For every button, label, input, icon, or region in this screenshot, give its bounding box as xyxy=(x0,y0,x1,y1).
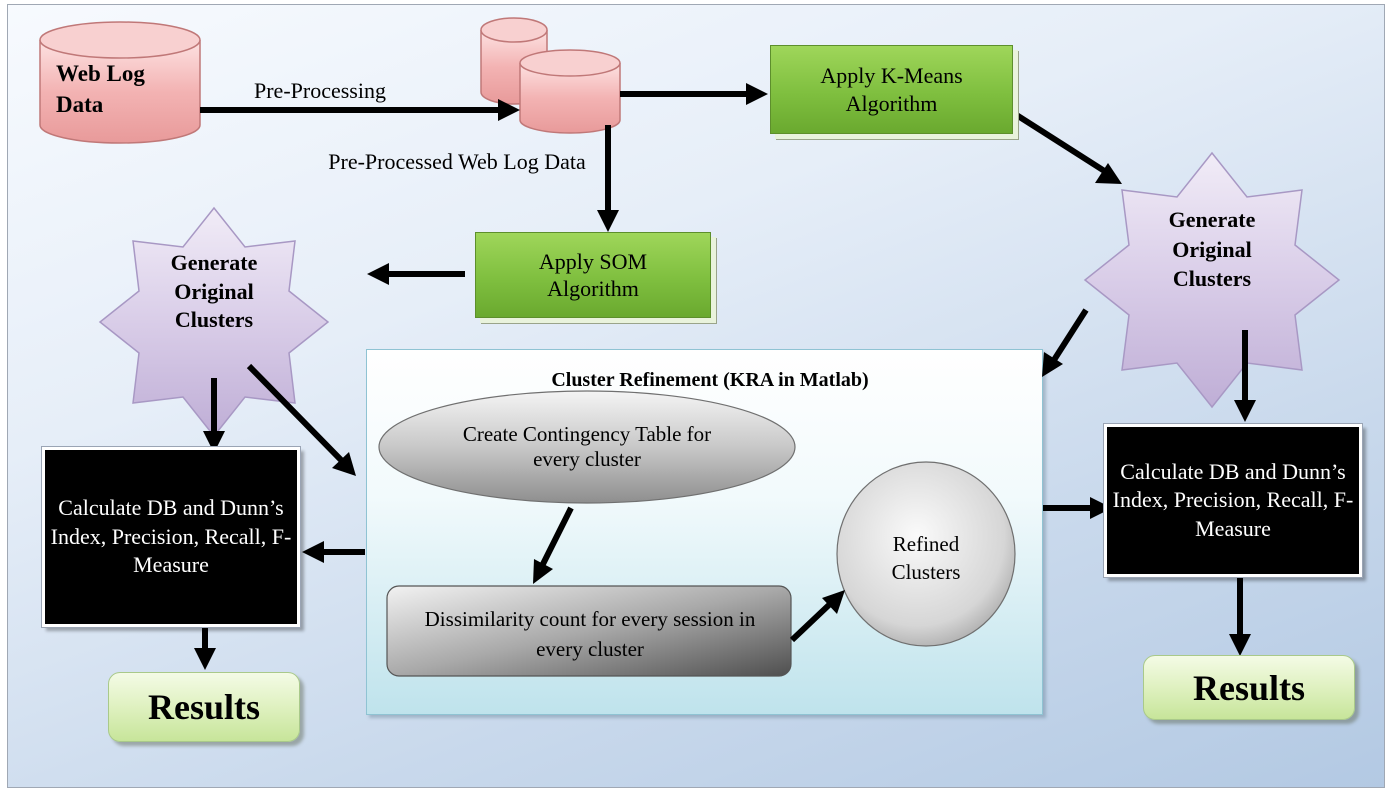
arrow-right-clusters-to-calc xyxy=(1234,330,1256,422)
dissimilarity-count-box xyxy=(386,585,792,677)
pre-processed-data-cylinder xyxy=(519,49,621,134)
arrow-to-kmeans xyxy=(620,83,768,105)
arrow-refinement-to-right-calc xyxy=(1043,497,1112,519)
arrow-left-calc-to-results xyxy=(194,625,216,670)
kmeans-box: Apply K-Means Algorithm xyxy=(770,45,1013,134)
pre-processed-label: Pre-Processed Web Log Data xyxy=(328,149,586,174)
refined-clusters-label: Refined Clusters xyxy=(891,532,961,585)
generate-clusters-right-star xyxy=(1083,151,1341,409)
arrow-right-calc-to-results xyxy=(1229,578,1251,656)
cluster-refinement-title: Cluster Refinement (KRA in Matlab) xyxy=(551,369,869,391)
contingency-label: Create Contingency Table for every clust… xyxy=(462,422,712,472)
calc-right-box: Calculate DB and Dunn’s Index, Precision… xyxy=(1104,424,1362,577)
arrow-preprocessing xyxy=(200,99,520,121)
arrow-kmeans-to-clusters xyxy=(1013,111,1122,184)
results-right: Results xyxy=(1143,655,1355,720)
arrow-left-clusters-to-calc xyxy=(203,378,225,453)
arrow-left-clusters-to-refinement xyxy=(246,363,356,476)
dissimilarity-label: Dissimilarity count for every session in… xyxy=(424,607,756,662)
results-left: Results xyxy=(108,672,300,742)
arrow-contingency-to-dissimilarity xyxy=(533,506,574,584)
web-log-data-label: Web Log Data xyxy=(56,61,145,118)
som-box: Apply SOM Algorithm xyxy=(475,232,711,318)
web-log-data-cylinder xyxy=(39,21,201,144)
arrow-dissimilarity-to-refined xyxy=(789,590,845,643)
generate-clusters-left-label: Generate Original Clusters xyxy=(170,250,258,333)
arrow-right-clusters-to-refinement xyxy=(1042,308,1089,377)
generate-clusters-right-label: Generate Original Clusters xyxy=(1168,207,1256,292)
contingency-table-oval xyxy=(378,390,796,504)
refined-clusters-circle xyxy=(836,461,1016,647)
calc-left-box: Calculate DB and Dunn’s Index, Precision… xyxy=(42,447,300,627)
arrow-to-som xyxy=(597,125,619,232)
arrow-refinement-to-left-calc xyxy=(302,541,365,563)
pre-processing-label: Pre-Processing xyxy=(254,78,386,103)
arrow-som-to-clusters xyxy=(367,263,465,285)
